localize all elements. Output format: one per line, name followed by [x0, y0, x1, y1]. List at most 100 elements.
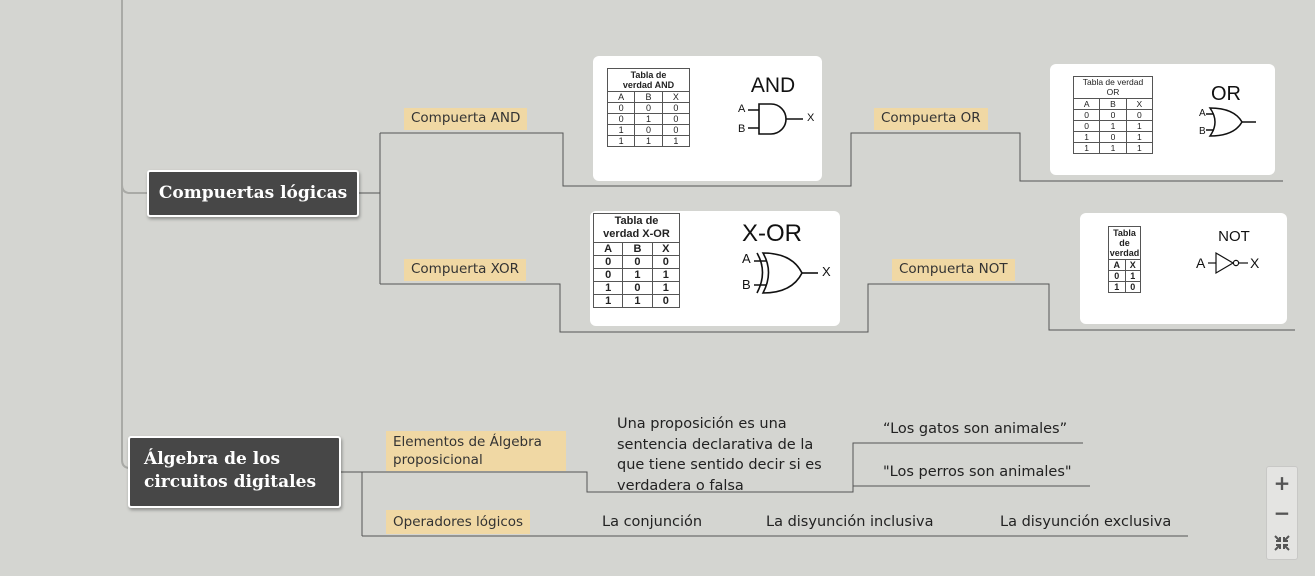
node-compuertas-title: Compuertas lógicas: [158, 183, 348, 203]
or-symbol-title: OR: [1211, 83, 1241, 105]
table-cell: 0: [661, 102, 691, 114]
zoom-in-icon: +: [1273, 471, 1291, 495]
table-cell: 1: [651, 281, 681, 295]
table-cell: A: [1108, 259, 1126, 271]
table-cell: 1: [1124, 270, 1142, 282]
xor-input-b: B: [742, 277, 751, 292]
operador-disyuncion-inclusiva[interactable]: La disyunción inclusiva: [766, 514, 933, 530]
node-compuerta-and[interactable]: Compuerta AND: [404, 108, 528, 130]
definition-text-content: Una proposición es una sentencia declara…: [617, 416, 822, 494]
operador-conjuncion-text: La conjunción: [602, 514, 703, 530]
collapse-arrows-icon: [1274, 535, 1290, 551]
table-cell: 0: [622, 255, 653, 269]
operador-inclusiva-text: La disyunción inclusiva: [766, 514, 934, 530]
table-cell: 1: [1072, 131, 1101, 143]
table-cell: B: [1099, 98, 1127, 110]
or-table-header: A B X: [1072, 98, 1154, 110]
table-cell: 1: [1125, 120, 1154, 132]
node-algebra-circuitos[interactable]: Álgebra de los circuitos digitales: [128, 436, 341, 508]
table-cell: 0: [651, 294, 681, 308]
table-cell: 1: [1125, 131, 1154, 143]
table-cell: 0: [634, 124, 663, 136]
table-cell: 1: [592, 281, 624, 295]
table-cell: 1: [1108, 281, 1126, 293]
node-operadores-logicos[interactable]: Operadores lógicos: [386, 510, 531, 534]
table-cell: 0: [1124, 281, 1142, 293]
table-cell: 1: [634, 135, 663, 147]
table-cell: 0: [606, 102, 636, 114]
table-cell: X: [651, 242, 681, 256]
xor-table-title: Tabla de verdad X-OR: [593, 213, 680, 243]
table-cell: 1: [1099, 142, 1127, 154]
operador-disyuncion-exclusiva[interactable]: La disyunción exclusiva: [1000, 514, 1171, 530]
xor-symbol-title: X-OR: [742, 220, 802, 247]
zoom-out-button[interactable]: −: [1267, 498, 1297, 528]
xor-output-x: X: [822, 264, 831, 279]
table-cell: 1: [622, 294, 653, 308]
operador-conjuncion[interactable]: La conjunción: [602, 514, 702, 530]
table-cell: 1: [606, 135, 636, 147]
table-cell: 1: [1125, 142, 1154, 154]
node-elementos-algebra[interactable]: Elementos de Álgebra proposicional: [386, 431, 566, 471]
node-compuertas-logicas[interactable]: Compuertas lógicas: [147, 170, 359, 217]
node-operadores-label: Operadores lógicos: [393, 514, 524, 530]
node-compuerta-or[interactable]: Compuerta OR: [874, 108, 988, 130]
table-cell: X: [661, 91, 691, 103]
table-cell: 1: [622, 268, 653, 282]
table-cell: 1: [606, 124, 636, 136]
xor-input-a: A: [742, 251, 751, 266]
xor-table-header: A B X: [592, 242, 681, 256]
table-cell: 1: [1099, 120, 1127, 132]
table-cell: 0: [1099, 131, 1127, 143]
zoom-in-button[interactable]: +: [1267, 468, 1297, 498]
table-cell: 1: [592, 294, 624, 308]
table-cell: 0: [606, 113, 636, 125]
table-cell: 1: [661, 135, 691, 147]
and-table-header: A B X: [606, 91, 691, 103]
zoom-out-icon: −: [1273, 501, 1291, 525]
table-cell: 0: [1072, 120, 1101, 132]
table-cell: 1: [634, 113, 663, 125]
table-cell: 0: [661, 124, 691, 136]
table-cell: 0: [661, 113, 691, 125]
node-algebra-title: Álgebra de los circuitos digitales: [144, 449, 317, 492]
not-gate-symbol: NOT A X: [1196, 228, 1260, 275]
not-symbol-title: NOT: [1218, 228, 1250, 245]
example-gatos[interactable]: “Los gatos son animales”: [883, 421, 1067, 437]
definition-text[interactable]: Una proposición es una sentencia declara…: [617, 414, 832, 496]
not-table-title: Tabla de verdad: [1108, 226, 1141, 260]
table-cell: 0: [622, 281, 653, 295]
table-cell: 0: [1108, 270, 1126, 282]
table-cell: 0: [651, 255, 681, 269]
table-cell: 0: [592, 268, 624, 282]
zoom-controls: + −: [1266, 466, 1298, 560]
example-perros[interactable]: "Los perros son animales": [883, 464, 1072, 480]
table-cell: A: [1072, 98, 1101, 110]
table-cell: A: [592, 242, 624, 256]
fit-to-screen-button[interactable]: [1267, 528, 1297, 558]
table-cell: X: [1125, 98, 1154, 110]
table-cell: 1: [1072, 142, 1101, 154]
table-cell: X: [1124, 259, 1142, 271]
node-compuerta-xor[interactable]: Compuerta XOR: [404, 259, 527, 281]
not-input-a: A: [1196, 255, 1206, 271]
node-compuerta-not[interactable]: Compuerta NOT: [892, 259, 1015, 281]
node-compuerta-or-label: Compuerta OR: [881, 110, 981, 126]
